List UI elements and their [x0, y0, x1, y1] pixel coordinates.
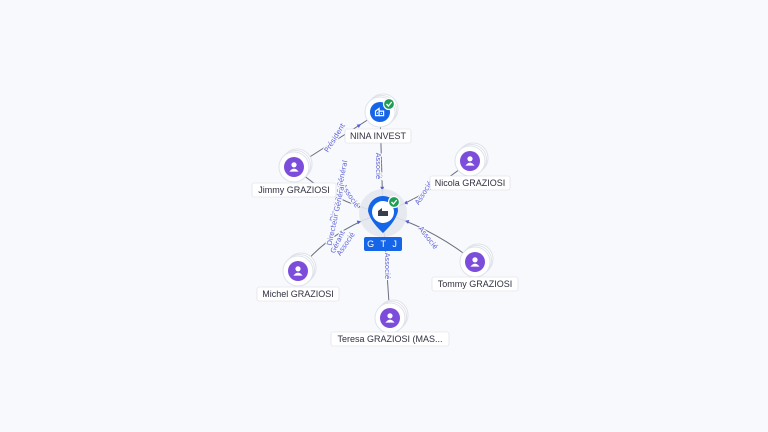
node-label-box [344, 128, 412, 144]
edge-label: Associé [374, 153, 382, 179]
edge-label: Président [323, 122, 347, 154]
node-michel[interactable]: Michel GRAZIOSI [256, 252, 340, 302]
node-tommy[interactable]: Tommy GRAZIOSI [431, 243, 519, 292]
person-icon [385, 313, 395, 323]
node-nina[interactable]: NINA INVEST [344, 93, 412, 144]
building-icon [378, 208, 388, 216]
node-label: Nicola GRAZIOSI [435, 178, 506, 188]
node-teresa[interactable]: Teresa GRAZIOSI (MAS... [330, 299, 450, 347]
node-label: NINA INVEST [350, 131, 407, 141]
building-icon [374, 107, 385, 117]
center-node-label: G T J [367, 239, 399, 249]
person-icon [465, 156, 475, 166]
check-badge-icon [382, 97, 396, 111]
node-nicola[interactable]: Nicola GRAZIOSI [429, 142, 511, 191]
node-label-box [251, 182, 337, 198]
edge-label: Associé [417, 225, 440, 251]
person-icon [470, 257, 480, 267]
node-label: Jimmy GRAZIOSI [258, 185, 330, 195]
node-label-box [330, 331, 450, 347]
node-label: Tommy GRAZIOSI [438, 279, 513, 289]
person-icon [289, 162, 299, 172]
node-label: Michel GRAZIOSI [262, 289, 334, 299]
edge-label: Associé [383, 253, 391, 279]
check-badge-icon [387, 195, 401, 209]
center-label-box [364, 237, 402, 251]
node-label-box [256, 286, 340, 302]
node-label-box [429, 175, 511, 191]
arrow-icon [380, 186, 385, 191]
node-label: Teresa GRAZIOSI (MAS... [337, 334, 442, 344]
arrow-icon [356, 124, 362, 128]
arrow-icon [404, 220, 410, 224]
node-jimmy[interactable]: Jimmy GRAZIOSI [251, 148, 337, 198]
arrow-icon [356, 220, 362, 225]
node-gtj-center[interactable]: G T J [359, 189, 407, 251]
node-label-box [431, 276, 519, 292]
nodes-layer: NINA INVEST Jimmy GRAZIOSI Nicola GRAZIOSI… [251, 93, 519, 347]
person-icon [293, 266, 303, 276]
